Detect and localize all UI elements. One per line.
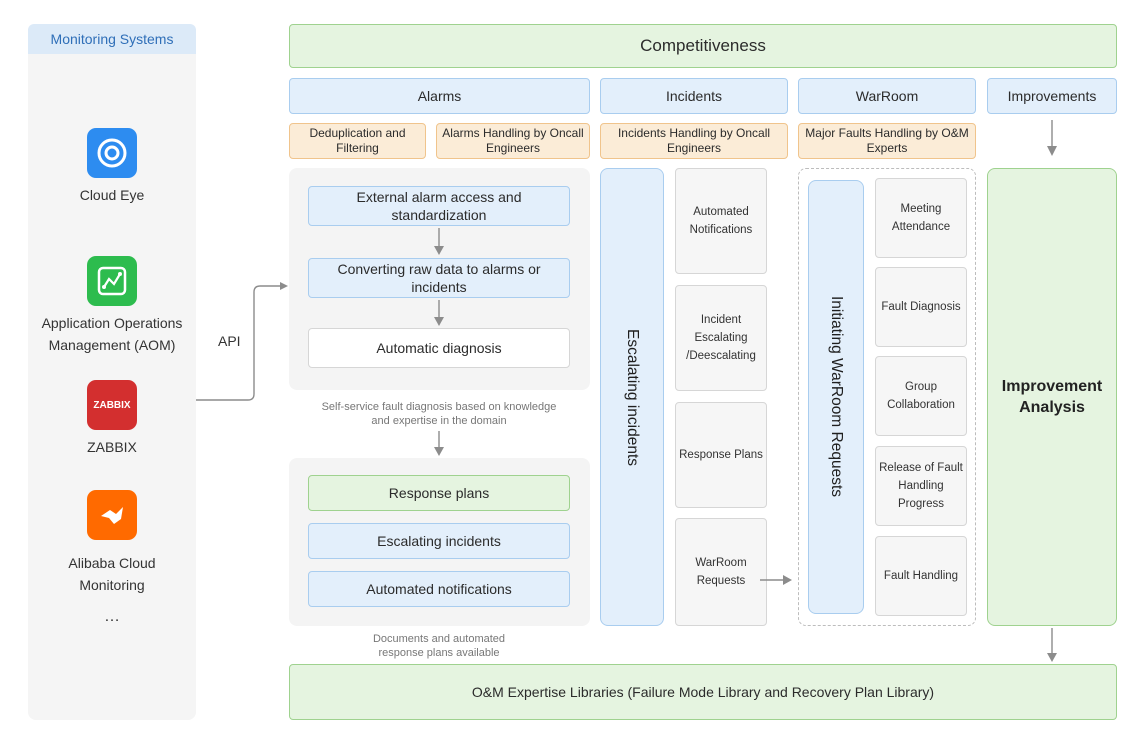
step-response-plans: Response plans bbox=[308, 475, 570, 511]
monitoring-systems-title: Monitoring Systems bbox=[28, 24, 196, 54]
warroom-item-fault-diagnosis: Fault Diagnosis bbox=[875, 267, 967, 347]
api-connector-arrow bbox=[196, 282, 288, 401]
arrow-step-2-3 bbox=[434, 300, 444, 326]
incident-item-escalating: Incident Escalating /Deescalating bbox=[675, 285, 767, 391]
arrow-step-1-2 bbox=[434, 228, 444, 255]
source-label-aom: Application Operations Management (AOM) bbox=[41, 315, 183, 353]
column-header-alarms: Alarms bbox=[289, 78, 590, 114]
improvements-down-arrow bbox=[1047, 120, 1057, 156]
arrow-to-warroom bbox=[760, 575, 792, 585]
improvement-to-library-arrow bbox=[1047, 628, 1057, 662]
incident-item-warroom-requests: WarRoom Requests bbox=[675, 518, 767, 626]
eye-icon bbox=[87, 128, 137, 178]
source-label-cloud-eye: Cloud Eye bbox=[79, 187, 145, 203]
self-service-note: Self-service fault diagnosis based on kn… bbox=[321, 401, 557, 427]
incident-item-response-plans: Response Plans bbox=[675, 402, 767, 508]
api-label: API bbox=[218, 333, 241, 349]
competitiveness-banner: Competitiveness bbox=[289, 24, 1117, 68]
warroom-group bbox=[798, 168, 976, 626]
step-converting-raw-data: Converting raw data to alarms or inciden… bbox=[308, 258, 570, 298]
docs-note: Documents and automated response plans a… bbox=[372, 633, 506, 659]
warroom-item-release-progress: Release of Fault Handling Progress bbox=[875, 446, 967, 526]
incident-item-automated-notifications: Automated Notifications bbox=[675, 168, 767, 274]
role-alarm-handling: Alarms Handling by Oncall Engineers bbox=[436, 123, 590, 159]
improvement-analysis-box: Improvement Analysis bbox=[987, 168, 1117, 626]
column-header-incidents: Incidents bbox=[600, 78, 788, 114]
source-label-zabbix: ZABBIX bbox=[87, 439, 137, 455]
initiating-warroom-bar: Initiating WarRoom Requests bbox=[808, 180, 864, 614]
source-label-alibaba: Alibaba Cloud Monitoring bbox=[68, 555, 156, 593]
warroom-item-fault-handling: Fault Handling bbox=[875, 536, 967, 616]
warroom-item-group-collaboration: Group Collaboration bbox=[875, 356, 967, 436]
arrow-to-response-panel bbox=[434, 431, 444, 456]
zabbix-logo-icon: ZABBIX bbox=[87, 380, 137, 430]
column-header-warroom: WarRoom bbox=[798, 78, 976, 114]
step-automatic-diagnosis: Automatic diagnosis bbox=[308, 328, 570, 368]
column-header-improvements: Improvements bbox=[987, 78, 1117, 114]
role-major-faults: Major Faults Handling by O&M Experts bbox=[798, 123, 976, 159]
aom-chart-icon bbox=[87, 256, 137, 306]
step-escalating-incidents: Escalating incidents bbox=[308, 523, 570, 559]
more-sources-ellipsis: … bbox=[104, 608, 120, 625]
step-external-alarm-access: External alarm access and standardizatio… bbox=[308, 186, 570, 226]
escalating-incidents-bar: Escalating incidents bbox=[600, 168, 664, 626]
role-incident-handling: Incidents Handling by Oncall Engineers bbox=[600, 123, 788, 159]
om-expertise-libraries-banner: O&M Expertise Libraries (Failure Mode Li… bbox=[289, 664, 1117, 720]
alibaba-cloud-monitor-icon bbox=[87, 490, 137, 540]
step-automated-notifications: Automated notifications bbox=[308, 571, 570, 607]
warroom-item-meeting-attendance: Meeting Attendance bbox=[875, 178, 967, 258]
role-dedup: Deduplication and Filtering bbox=[289, 123, 426, 159]
